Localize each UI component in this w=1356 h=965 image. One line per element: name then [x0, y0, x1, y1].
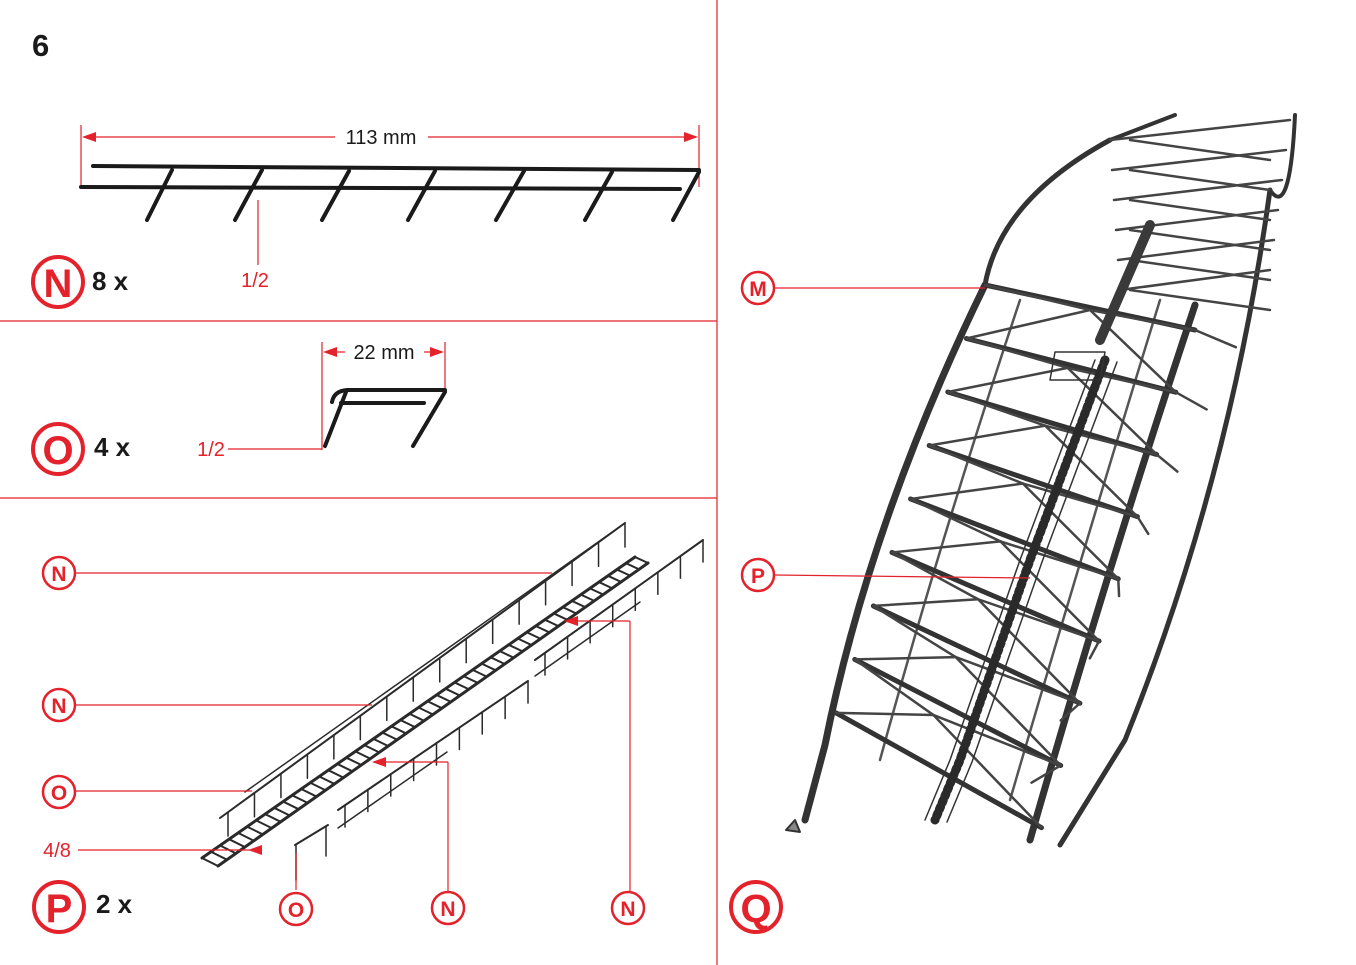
part-ref-label: 1/2: [197, 439, 225, 461]
svg-text:N: N: [440, 898, 455, 921]
badge-q: Q: [740, 887, 771, 931]
panel-n: 113 mm 1/2 N 8 x: [33, 125, 699, 307]
svg-text:N: N: [51, 563, 66, 586]
quantity-label: 4 x: [94, 432, 131, 462]
truss-bridge-drawing: [786, 115, 1295, 845]
arrow-icon: [248, 845, 262, 855]
callout-p: P: [742, 559, 774, 591]
callout-n-4: N: [612, 892, 644, 924]
badge-o: O: [42, 429, 73, 473]
walkway-drawing: [202, 523, 703, 880]
panel-q: M P Q: [731, 115, 1295, 932]
badge-n: N: [44, 262, 73, 306]
arrow-icon: [372, 757, 386, 767]
badge-p: P: [46, 887, 73, 931]
callout-o-1: O: [43, 776, 75, 808]
svg-text:P: P: [751, 565, 765, 588]
panel-p: N N O 4/8 O N N P 2 x: [34, 523, 703, 932]
callout-n-2: N: [43, 689, 75, 721]
step-number: 6: [32, 28, 49, 63]
arrow-right-icon: [684, 132, 698, 142]
railing-o-drawing: [325, 390, 445, 446]
panel-o: 22 mm 1/2 O 4 x: [33, 342, 445, 474]
svg-text:M: M: [749, 278, 767, 301]
svg-text:N: N: [51, 695, 66, 718]
svg-text:N: N: [620, 898, 635, 921]
arrow-left-icon: [323, 347, 337, 357]
dimension-label: 22 mm: [353, 342, 414, 364]
part-ref-label: 1/2: [241, 270, 269, 292]
arrow-left-icon: [82, 132, 96, 142]
callout-p-leader: [775, 575, 1030, 578]
part-ref-label: 4/8: [43, 840, 71, 862]
callout-m: M: [742, 272, 774, 304]
callout-o-2: O: [280, 893, 312, 925]
railing-n-drawing: [81, 166, 699, 220]
callout-n-1: N: [43, 557, 75, 589]
callout-n-3: N: [432, 892, 464, 924]
quantity-label: 2 x: [96, 889, 133, 919]
svg-text:O: O: [51, 782, 67, 805]
dimension-label: 113 mm: [346, 127, 417, 149]
arrow-right-icon: [430, 347, 444, 357]
svg-text:O: O: [288, 899, 304, 922]
quantity-label: 8 x: [92, 266, 129, 296]
